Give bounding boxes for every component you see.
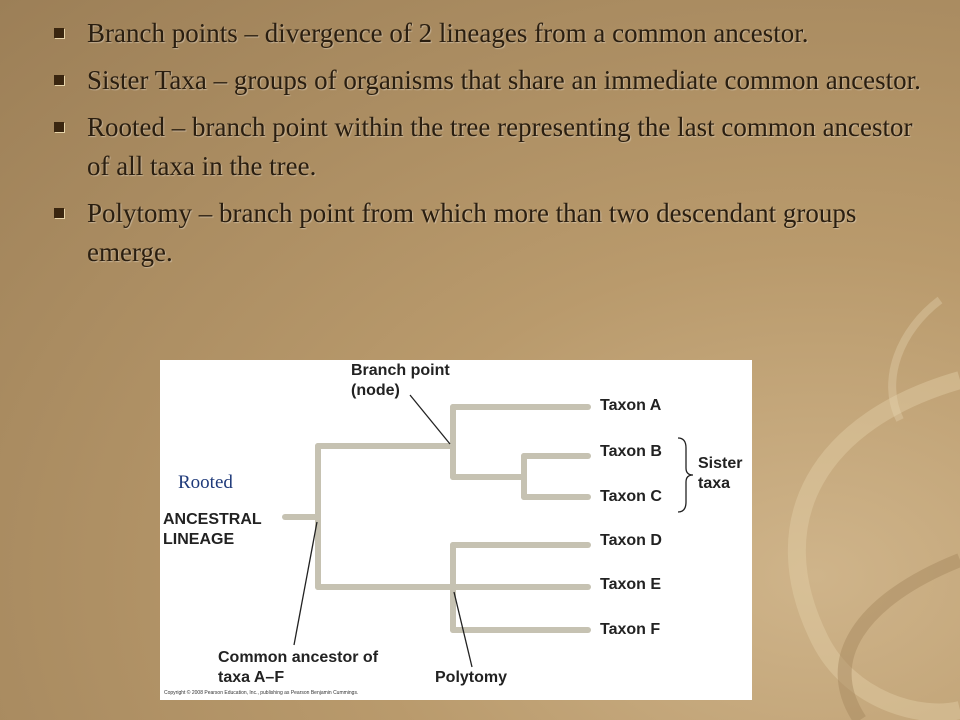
bullet-item: Branch points – divergence of 2 lineages… [50,14,930,53]
sister-taxa-label: Sister taxa [698,455,743,492]
tree-diagram [282,394,694,668]
sister-taxa-brace [677,437,694,513]
taxon-f-label: Taxon F [600,621,661,638]
bullet-text: Branch points – divergence of 2 lineages… [87,18,809,48]
taxon-e-label: Taxon E [600,576,662,593]
bullet-text: Polytomy – branch point from which more … [87,198,857,267]
common-ancestor-label: Common ancestor of taxa A–F [218,649,379,686]
ancestral-lineage-label: ANCESTRAL LINEAGE [163,511,262,548]
bullet-text: Sister Taxa – groups of organisms that s… [87,65,921,95]
copyright-note: Copyright © 2008 Pearson Education, Inc.… [164,690,359,696]
taxon-a-label: Taxon A [600,397,662,414]
bullet-item: Sister Taxa – groups of organisms that s… [50,61,930,100]
polytomy-label: Polytomy [435,669,508,686]
bullet-list: Branch points – divergence of 2 lineages… [50,14,930,280]
taxon-b-label: Taxon B [600,443,662,460]
bullet-square-icon [54,75,64,85]
bullet-item: Polytomy – branch point from which more … [50,194,930,272]
branch-point-pointer [409,394,451,445]
polytomy-pointer [453,591,473,668]
branch-point-label: Branch point (node) [351,362,450,399]
phylogenetic-tree-figure: Branch point (node) Taxon A Taxon B Taxo… [160,360,752,700]
bullet-square-icon [54,208,64,218]
taxon-d-label: Taxon D [600,532,662,549]
common-ancestor-pointer [293,521,318,646]
bullet-text: Rooted – branch point within the tree re… [87,112,913,181]
taxon-c-label: Taxon C [600,488,662,505]
bullet-square-icon [54,28,64,38]
bullet-item: Rooted – branch point within the tree re… [50,108,930,186]
rooted-label: Rooted [178,472,233,493]
bullet-square-icon [54,122,64,132]
